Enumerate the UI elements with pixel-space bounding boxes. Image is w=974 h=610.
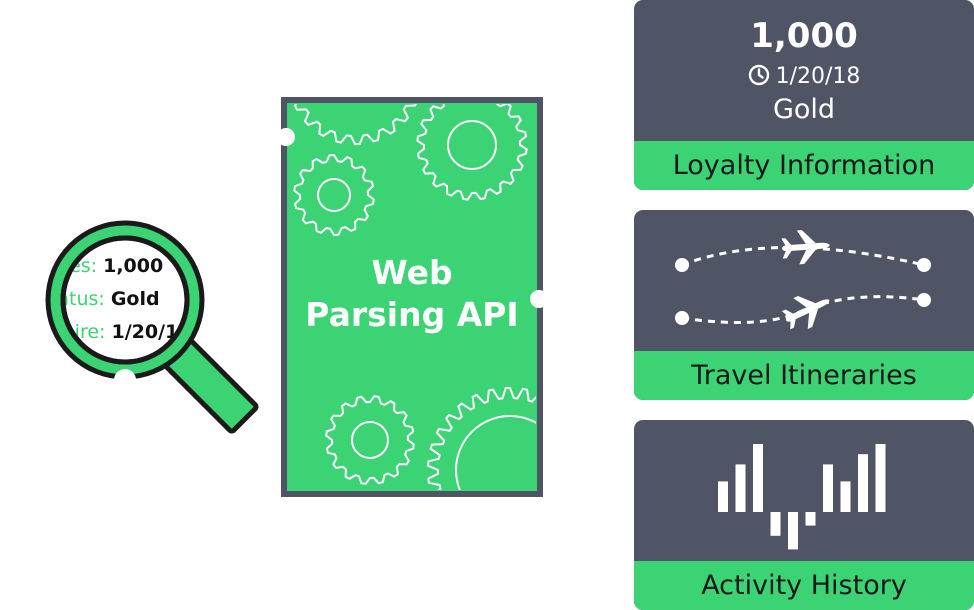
api-title-line1: Web bbox=[371, 253, 453, 292]
activity-bar bbox=[840, 481, 851, 512]
airplane-icon bbox=[781, 230, 830, 265]
travel-card: Travel Itineraries bbox=[634, 210, 974, 400]
activity-bar bbox=[753, 444, 763, 512]
gear-outline bbox=[325, 395, 415, 485]
activity-bar bbox=[805, 512, 816, 526]
activity-bar bbox=[735, 464, 746, 512]
gear-hub bbox=[455, 415, 536, 490]
gear-outline bbox=[293, 153, 375, 237]
gear-icon bbox=[293, 104, 536, 490]
activity-bar-graphic bbox=[718, 444, 886, 550]
itinerary-graphic bbox=[675, 230, 931, 330]
route-2-end bbox=[917, 293, 931, 307]
lens-row-expire: expire: 1/20/18 bbox=[40, 321, 192, 343]
api-title: Web Parsing API bbox=[288, 252, 536, 336]
loyalty-card-label: Loyalty Information bbox=[634, 141, 974, 190]
gear-outline bbox=[293, 104, 417, 146]
gear-hub bbox=[447, 120, 497, 170]
travel-card-label: Travel Itineraries bbox=[634, 351, 974, 400]
gear-hub bbox=[351, 421, 389, 459]
loyalty-tier: Gold bbox=[772, 94, 836, 125]
activity-bar bbox=[858, 454, 868, 512]
gear-hub bbox=[317, 178, 351, 212]
activity-bar bbox=[718, 481, 728, 512]
connector-dot-right bbox=[530, 290, 548, 308]
connector-dot-left bbox=[277, 128, 295, 146]
activity-card: Activity History bbox=[634, 420, 974, 610]
activity-bar bbox=[788, 512, 798, 550]
route-2-start bbox=[675, 311, 689, 325]
activity-bar bbox=[875, 444, 886, 512]
route-1-end bbox=[917, 258, 931, 272]
lens-row-status: status: Gold bbox=[40, 288, 160, 310]
route-1-start bbox=[675, 258, 689, 272]
gear-outline bbox=[426, 386, 536, 490]
loyalty-expiry: 1/20/18 bbox=[634, 63, 974, 91]
gear-outline bbox=[416, 104, 528, 201]
loyalty-card: 1,000 1/20/18 Gold Loyalty Information bbox=[634, 0, 974, 190]
api-title-line2: Parsing API bbox=[305, 295, 519, 334]
airplane-icon bbox=[781, 296, 830, 330]
connector-dot-magnifier bbox=[114, 369, 136, 391]
api-card bbox=[281, 97, 543, 497]
clock-icon bbox=[748, 64, 769, 86]
lens-rim bbox=[60, 235, 190, 365]
activity-card-label: Activity History bbox=[634, 561, 974, 610]
activity-bar bbox=[770, 512, 781, 536]
activity-bar bbox=[823, 464, 833, 512]
loyalty-date-text: 1/20/18 bbox=[775, 64, 861, 89]
loyalty-miles: 1,000 bbox=[750, 16, 858, 56]
